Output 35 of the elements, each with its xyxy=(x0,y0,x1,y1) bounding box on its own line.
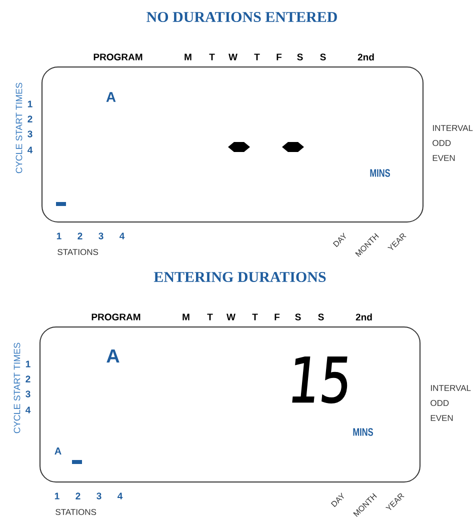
unit-label: MINS xyxy=(370,169,390,177)
station-letter: A xyxy=(54,448,62,454)
station-number: 2 xyxy=(78,232,82,240)
lcd-display xyxy=(40,326,420,482)
panel-heading: NO DURATIONS ENTERED xyxy=(146,12,337,22)
station-number: 1 xyxy=(54,492,60,500)
mode-label: INTERVAL xyxy=(431,385,471,391)
program-letter: A xyxy=(106,349,120,363)
mode-label: INTERVAL xyxy=(433,125,473,131)
start-time-number: 2 xyxy=(28,116,32,122)
start-time-number: 2 xyxy=(26,376,30,382)
mode-label: ODD xyxy=(430,400,449,406)
start-time-number: 3 xyxy=(26,390,30,398)
start-time-number: 1 xyxy=(26,360,30,368)
station-number: 3 xyxy=(98,232,104,240)
mode-label: EVEN xyxy=(430,415,453,421)
lcd-display xyxy=(42,66,424,222)
station-number: 4 xyxy=(118,492,123,500)
axis-caption: CYCLE START TIMES xyxy=(14,342,20,434)
station-number: 3 xyxy=(96,492,102,500)
program-letter: A xyxy=(106,92,116,102)
station-number: 4 xyxy=(120,232,125,240)
axis-caption: STATIONS xyxy=(58,249,98,255)
station-number: 2 xyxy=(76,492,80,500)
mode-label: EVEN xyxy=(432,155,455,161)
start-time-number: 3 xyxy=(28,130,32,138)
start-time-number: 4 xyxy=(26,406,31,414)
mode-label: ODD xyxy=(432,140,451,146)
unit-label: MINS xyxy=(353,428,373,436)
axis-caption: STATIONS xyxy=(56,509,96,515)
axis-caption: CYCLE START TIMES xyxy=(16,82,22,174)
station-number: 1 xyxy=(56,232,62,240)
start-time-number: 4 xyxy=(28,146,33,154)
start-time-number: 1 xyxy=(28,100,32,108)
panel-heading: ENTERING DURATIONS xyxy=(154,272,326,282)
